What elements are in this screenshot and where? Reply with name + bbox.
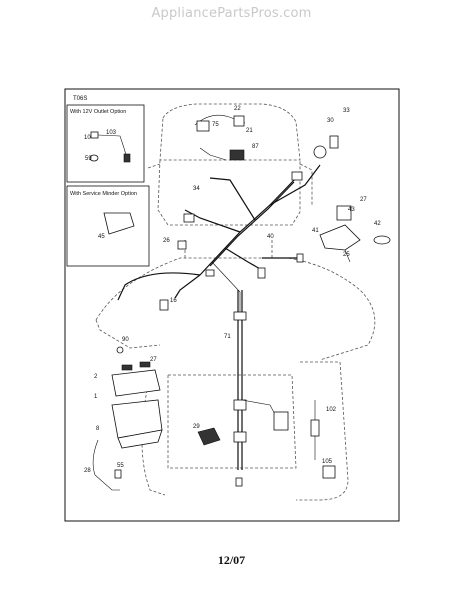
callout-2: 2 [94, 374, 98, 380]
callout-59: 59 [85, 156, 92, 162]
inset-service-minder: With Service Minder Option 45 [66, 185, 150, 267]
callout-45: 45 [98, 234, 105, 240]
page-date-label: 12/07 [217, 553, 246, 567]
callout-55: 55 [117, 463, 124, 469]
diagram-frame [64, 88, 400, 522]
callout-43: 43 [348, 207, 355, 213]
callout-29: 29 [193, 424, 200, 430]
battery-group [92, 299, 169, 491]
inset-12v-outlet-title: With 12V Outlet Option [70, 109, 126, 115]
callout-41: 41 [312, 228, 319, 234]
callout-34: 34 [193, 186, 200, 192]
callout-22: 22 [234, 106, 241, 112]
callout-26: 26 [163, 238, 170, 244]
callout-28: 28 [84, 468, 91, 474]
callout-75: 75 [212, 122, 219, 128]
callout-30: 30 [327, 118, 334, 124]
solenoid-group [319, 205, 391, 263]
callout-10: 10 [84, 135, 91, 141]
center-harness [233, 290, 289, 487]
inset-service-minder-title: With Service Minder Option [70, 191, 137, 197]
callout-42: 42 [374, 221, 381, 227]
top-component-group [177, 114, 339, 250]
callout-1: 1 [94, 394, 98, 400]
tractor-outline [95, 103, 376, 501]
callout-16: 16 [170, 298, 177, 304]
callout-8: 8 [96, 426, 100, 432]
callout-33: 33 [343, 108, 350, 114]
inset-12v-outlet: With 12V Outlet Option 103 10 59 [66, 104, 145, 183]
callout-71: 71 [224, 334, 231, 340]
site-watermark: AppliancePartsPros.com [151, 6, 312, 21]
callout-102: 102 [326, 407, 337, 413]
callout-40: 40 [267, 234, 274, 240]
callout-105: 105 [322, 459, 333, 465]
main-harness [117, 147, 321, 320]
diagram-code: T06S [73, 96, 87, 102]
callout-87: 87 [252, 144, 259, 150]
callout-25: 25 [343, 252, 350, 258]
callout-21: 21 [246, 128, 253, 134]
callout-103: 103 [106, 130, 117, 136]
callout-27-solenoid: 27 [360, 197, 367, 203]
seat-area-parts [197, 400, 336, 479]
callout-27-battery: 27 [150, 357, 157, 363]
callout-90: 90 [122, 337, 129, 343]
